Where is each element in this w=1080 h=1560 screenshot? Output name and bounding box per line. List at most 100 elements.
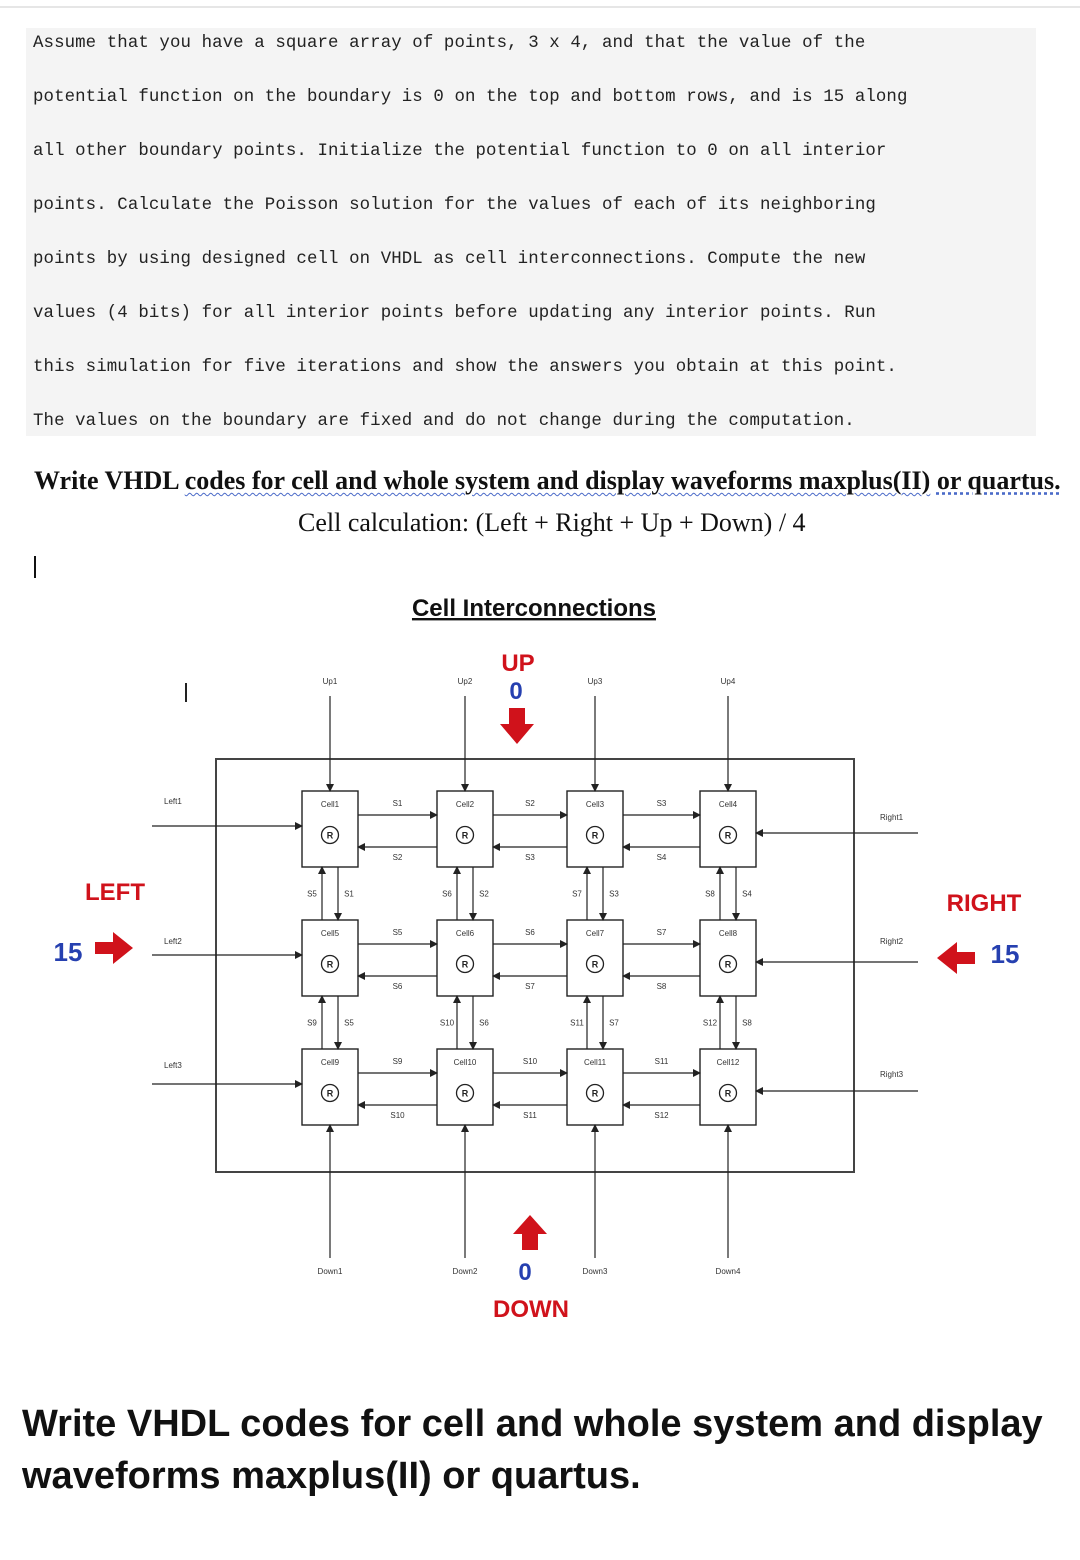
signal-label: S9 bbox=[307, 1019, 317, 1028]
cell-register-icon bbox=[585, 1083, 605, 1103]
signal-label: S12 bbox=[703, 1019, 718, 1028]
cell-register-symbol: R bbox=[725, 831, 732, 841]
right-input-label: Right3 bbox=[880, 1070, 904, 1079]
right-value: 15 bbox=[991, 939, 1020, 969]
instruction-heading: Write VHDL codes for cell and whole syst… bbox=[34, 466, 1061, 496]
cell-register-symbol: R bbox=[592, 960, 599, 970]
cell-register-icon bbox=[718, 954, 738, 974]
right-label: RIGHT bbox=[947, 890, 1022, 917]
cell-name: Cell3 bbox=[586, 800, 605, 809]
cell-name: Cell11 bbox=[584, 1058, 607, 1067]
cell-name: Cell2 bbox=[456, 800, 475, 809]
right-arrow bbox=[937, 942, 975, 974]
signal-label: S2 bbox=[525, 799, 535, 808]
cell-register-symbol: R bbox=[462, 960, 469, 970]
instruction-prefix: Write VHDL bbox=[34, 466, 185, 495]
problem-line: points. Calculate the Poisson solution f… bbox=[33, 196, 876, 215]
up-input-label: Up3 bbox=[588, 677, 603, 686]
signal-label: S11 bbox=[655, 1057, 669, 1066]
cell-name: Cell4 bbox=[719, 800, 738, 809]
signal-label: S3 bbox=[609, 890, 619, 899]
signal-label: S11 bbox=[570, 1019, 584, 1028]
left-input-label: Left2 bbox=[164, 937, 182, 946]
cell-interconnections-diagram: Cell Interconnections UP 0 0 DOWN LEFT 1… bbox=[54, 595, 1022, 1323]
left-input-label: Left3 bbox=[164, 1061, 182, 1070]
signal-label: S2 bbox=[393, 853, 403, 862]
cell-name: Cell7 bbox=[586, 929, 605, 938]
left-value: 15 bbox=[54, 937, 83, 967]
signal-label: S6 bbox=[442, 890, 452, 899]
problem-line: The values on the boundary are fixed and… bbox=[33, 412, 855, 431]
cell-name: Cell8 bbox=[719, 929, 738, 938]
cell-name: Cell10 bbox=[454, 1058, 477, 1067]
signal-label: S5 bbox=[393, 928, 403, 937]
signal-label: S1 bbox=[344, 890, 354, 899]
cell-register-icon bbox=[320, 825, 340, 845]
signal-label: S6 bbox=[479, 1019, 489, 1028]
down-input-label: Down1 bbox=[318, 1267, 343, 1276]
bottom-question: Write VHDL codes for cell and whole syst… bbox=[22, 1403, 1043, 1497]
signal-label: S4 bbox=[742, 890, 752, 899]
system-boundary bbox=[215, 758, 855, 1173]
signal-label: S1 bbox=[393, 799, 403, 808]
down-value: 0 bbox=[518, 1259, 531, 1286]
signal-label: S10 bbox=[390, 1111, 405, 1120]
signal-label: S5 bbox=[344, 1019, 354, 1028]
cell-name: Cell1 bbox=[321, 800, 340, 809]
cell-register-icon bbox=[320, 1083, 340, 1103]
signal-label: S5 bbox=[307, 890, 317, 899]
signal-label: S3 bbox=[657, 799, 667, 808]
down-arrow bbox=[513, 1215, 547, 1250]
signal-label: S8 bbox=[742, 1019, 752, 1028]
text-cursor bbox=[34, 556, 36, 578]
cell-register-symbol: R bbox=[592, 1089, 599, 1099]
cell-register-icon bbox=[455, 954, 475, 974]
cell-register-symbol: R bbox=[327, 1089, 334, 1099]
up-input-label: Up2 bbox=[458, 677, 473, 686]
signal-label: S4 bbox=[657, 853, 667, 862]
cell-register-icon bbox=[585, 825, 605, 845]
cell-register-icon bbox=[718, 1083, 738, 1103]
cell-register-symbol: R bbox=[327, 831, 334, 841]
cursor-mark bbox=[185, 683, 187, 702]
instruction-tail: or quartus. bbox=[936, 466, 1061, 495]
cell-register-symbol: R bbox=[592, 831, 599, 841]
cell-register-symbol: R bbox=[725, 960, 732, 970]
left-label: LEFT bbox=[85, 879, 145, 906]
instruction-underlined: codes for cell and whole system and disp… bbox=[184, 466, 931, 495]
signal-label: S10 bbox=[440, 1019, 455, 1028]
left-input-label: Left1 bbox=[164, 797, 182, 806]
signal-label: S9 bbox=[393, 1057, 403, 1066]
top-divider bbox=[0, 6, 1080, 8]
right-input-label: Right1 bbox=[880, 813, 904, 822]
problem-line: values (4 bits) for all interior points … bbox=[33, 304, 876, 323]
signal-label: S7 bbox=[657, 928, 667, 937]
up-input-label: Up1 bbox=[323, 677, 338, 686]
up-input-label: Up4 bbox=[721, 677, 736, 686]
cell-name: Cell6 bbox=[456, 929, 475, 938]
signal-label: S8 bbox=[705, 890, 715, 899]
cell-register-symbol: R bbox=[462, 831, 469, 841]
signal-label: S8 bbox=[657, 982, 667, 991]
signal-label: S6 bbox=[525, 928, 535, 937]
problem-line: this simulation for five iterations and … bbox=[33, 358, 897, 377]
cell-register-icon bbox=[320, 954, 340, 974]
down-input-label: Down4 bbox=[716, 1267, 741, 1276]
up-value: 0 bbox=[509, 678, 522, 705]
right-input-label: Right2 bbox=[880, 937, 904, 946]
diagram-title: Cell Interconnections bbox=[412, 595, 656, 622]
cell-register-symbol: R bbox=[725, 1089, 732, 1099]
cell-register-icon bbox=[585, 954, 605, 974]
problem-line: potential function on the boundary is 0 … bbox=[33, 88, 908, 107]
down-input-label: Down2 bbox=[453, 1267, 478, 1276]
problem-line: Assume that you have a square array of p… bbox=[33, 34, 866, 53]
cell-register-icon bbox=[455, 825, 475, 845]
signal-label: S10 bbox=[523, 1057, 538, 1066]
signal-label: S7 bbox=[572, 890, 582, 899]
cell-name: Cell5 bbox=[321, 929, 340, 938]
signal-label: S11 bbox=[523, 1111, 537, 1120]
problem-line: points by using designed cell on VHDL as… bbox=[33, 250, 866, 269]
problem-line: all other boundary points. Initialize th… bbox=[33, 142, 887, 161]
signal-label: S7 bbox=[609, 1019, 619, 1028]
left-arrow bbox=[95, 932, 133, 964]
